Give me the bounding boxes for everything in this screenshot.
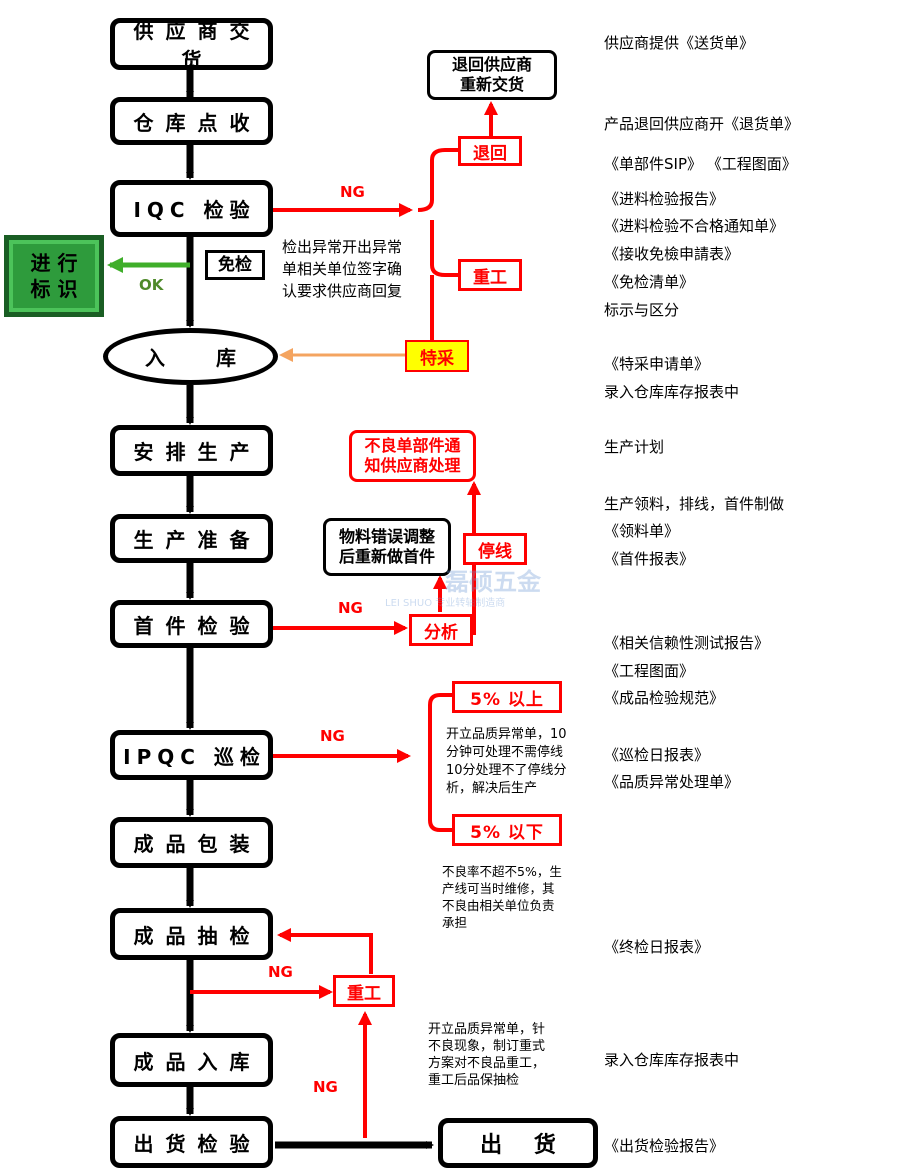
step-fg-storage: 成品入库	[110, 1033, 273, 1087]
box-rework-sampling: 重工	[333, 975, 395, 1007]
step-production-prep: 生产准备	[110, 514, 273, 563]
label-ok: OK	[139, 276, 164, 294]
doc-incoming-reject: 《进料检验不合格通知单》	[604, 217, 785, 235]
return-supplier-line1: 退回供应商	[451, 55, 532, 74]
mark-line1: 进 行	[30, 251, 78, 275]
doc-reliability: 《相关信赖性测试报告》	[604, 634, 770, 652]
step-iqc-inspect: IQC 检验	[110, 180, 273, 237]
note-rate-line: 不良由相关单位负责	[442, 898, 555, 913]
label-ng-shipping: NG	[313, 1078, 338, 1096]
doc-production-plan: 生产计划	[604, 438, 665, 456]
doc-first-article-report: 《首件报表》	[604, 550, 695, 568]
doc-incoming-report: 《进料检验报告》	[604, 190, 725, 208]
doc-return-note: 产品退回供应商开《退货单》	[604, 115, 800, 133]
doc-exempt-form: 《接收免檢申請表》	[604, 245, 740, 263]
material-error-line2: 后重新做首件	[338, 547, 435, 566]
box-special: 特采	[405, 340, 469, 372]
note-rework-line: 重工后品保抽检	[428, 1073, 520, 1088]
box-below-5pct: 5% 以下	[452, 814, 562, 846]
doc-stock-report: 录入仓库库存报表中	[604, 383, 740, 401]
note-iqc-line: 单相关单位签字确	[282, 260, 403, 278]
label-ng-first-article: NG	[338, 599, 363, 617]
note-iqc: 检出异常开出异常 单相关单位签字确 认要求供应商回复	[282, 236, 402, 302]
note-rework: 开立品质异常单，针 不良现象，制订重式 方案对不良品重工， 重工后品保抽检	[428, 1021, 545, 1089]
doc-patrol-report: 《巡检日报表》	[604, 746, 710, 764]
doc-delivery-note: 供应商提供《送货单》	[604, 34, 755, 52]
label-ng-sampling: NG	[268, 963, 293, 981]
note-rate: 不良率不超不5%，生 产线可当时维修，其 不良由相关单位负责 承担	[442, 863, 562, 931]
box-above-5pct: 5% 以上	[452, 681, 562, 713]
note-ipqc-line: 分钟可处理不需停线	[446, 745, 564, 760]
doc-marking: 标示与区分	[604, 301, 680, 319]
doc-special-form: 《特采申请单》	[604, 355, 710, 373]
step-schedule-production: 安排生产	[110, 425, 273, 476]
step-ipqc-patrol: IPQC 巡检	[110, 730, 273, 780]
note-iqc-line: 认要求供应商回复	[282, 282, 403, 300]
note-rate-line: 承担	[442, 915, 468, 930]
box-rework-iqc: 重工	[458, 259, 522, 291]
doc-quality-abnormal: 《品质异常处理单》	[604, 773, 740, 791]
box-stop-line: 停线	[463, 533, 527, 565]
note-ipqc-line: 析，解决后生产	[446, 781, 538, 796]
note-iqc-line: 检出异常开出异常	[282, 238, 403, 256]
step-packing: 成品包装	[110, 817, 273, 868]
note-rate-line: 不良率不超不5%，生	[442, 864, 562, 879]
step-warehouse-receive: 仓库点收	[110, 97, 273, 145]
step-sampling: 成品抽检	[110, 908, 273, 960]
return-supplier-line2: 重新交货	[459, 75, 524, 94]
step-first-article: 首件检验	[110, 600, 273, 648]
step-shipping-inspect: 出货检验	[110, 1116, 273, 1168]
step-ship: 出 货	[438, 1118, 598, 1168]
box-material-error: 物料错误调整 后重新做首件	[323, 518, 451, 576]
doc-exempt-list: 《免检清单》	[604, 273, 695, 291]
step-storage: 入 库	[103, 328, 278, 385]
note-ipqc-line: 10分处理不了停线分	[446, 763, 567, 778]
box-exempt: 免检	[205, 250, 265, 280]
doc-shipping-report: 《出货检验报告》	[604, 1137, 725, 1155]
doc-production-prep: 生产领料，排线，首件制做	[604, 495, 785, 513]
doc-material-req: 《领料单》	[604, 522, 680, 540]
doc-fg-spec: 《成品检验规范》	[604, 689, 725, 707]
box-analysis: 分析	[409, 614, 473, 646]
note-ipqc: 开立品质异常单，10 分钟可处理不需停线 10分处理不了停线分 析，解决后生产	[446, 726, 567, 798]
box-return: 退回	[458, 136, 522, 166]
note-ipqc-line: 开立品质异常单，10	[446, 727, 567, 742]
box-return-supplier: 退回供应商 重新交货	[427, 50, 557, 100]
box-mark: 进 行 标 识	[4, 235, 104, 317]
note-rework-line: 不良现象，制订重式	[428, 1039, 546, 1054]
note-rework-line: 方案对不良品重工，	[428, 1056, 546, 1071]
box-defect-notify: 不良单部件通 知供应商处理	[349, 430, 476, 482]
doc-final-report: 《终检日报表》	[604, 938, 710, 956]
material-error-line1: 物料错误调整	[338, 527, 435, 546]
mark-line2: 标 识	[30, 277, 78, 301]
label-ng-ipqc: NG	[320, 727, 345, 745]
defect-notify-line1: 不良单部件通	[364, 436, 461, 455]
doc-sip-drawing: 《单部件SIP》 《工程图面》	[604, 155, 797, 173]
doc-drawing: 《工程图面》	[604, 662, 695, 680]
label-ng-iqc: NG	[340, 183, 365, 201]
note-rate-line: 产线可当时维修，其	[442, 881, 555, 896]
defect-notify-line2: 知供应商处理	[364, 456, 461, 475]
note-rework-line: 开立品质异常单，针	[428, 1022, 546, 1037]
doc-fg-stock: 录入仓库库存报表中	[604, 1051, 740, 1069]
step-supplier-delivery: 供应商交货	[110, 18, 273, 72]
